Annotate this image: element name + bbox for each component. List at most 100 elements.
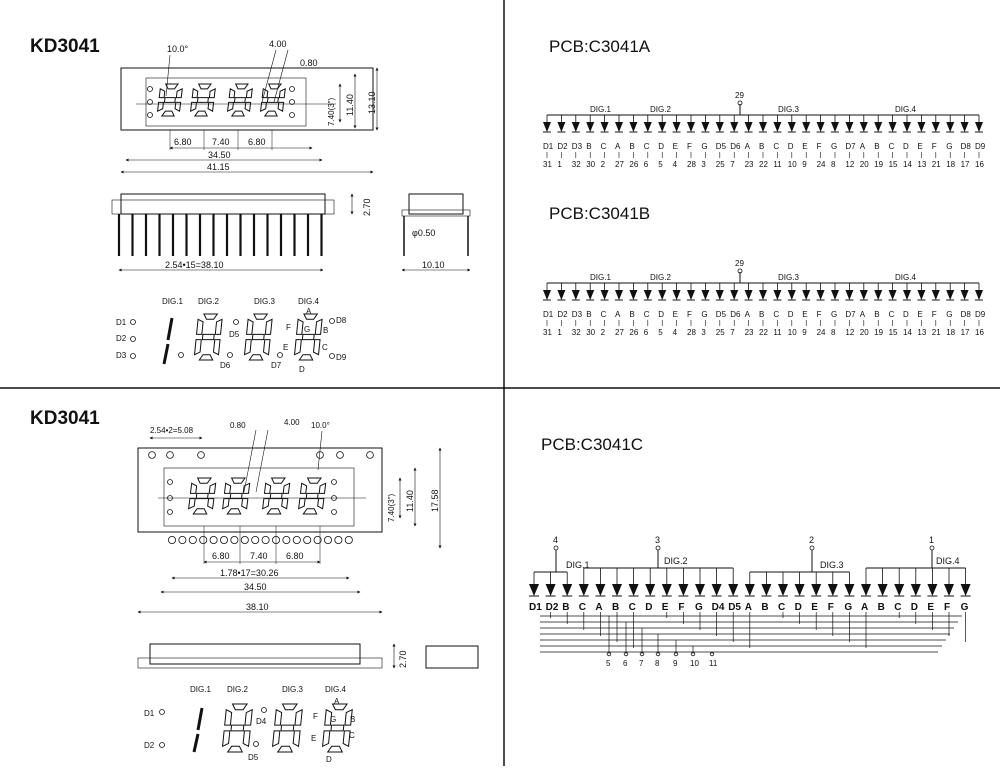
dim-side-width: 10.10: [422, 260, 445, 270]
led-diode: [715, 290, 724, 300]
segment-label: D3: [572, 142, 583, 151]
pin-number: 2: [601, 328, 606, 337]
segment-label: E: [802, 310, 807, 319]
segment-label: F: [944, 602, 950, 613]
segment-outline: [207, 498, 215, 510]
segment-label: C: [889, 310, 895, 319]
segment-outline: [267, 83, 282, 90]
label-dig4: DIG.4: [298, 297, 319, 306]
led-diode: [711, 584, 722, 596]
segment-outline: [281, 498, 289, 510]
segment-label: F: [932, 142, 937, 151]
dim-seg-width-bottom: 4.00: [284, 418, 300, 427]
pin-number: 22: [759, 160, 768, 169]
segment-outline: [208, 482, 217, 494]
pin-number: 21: [932, 160, 941, 169]
digit-group-label: DIG.4: [936, 556, 960, 566]
segment-label: C: [579, 602, 586, 613]
pin-number: 1: [557, 160, 562, 169]
pin-number: 5: [658, 160, 663, 169]
led-diode: [960, 290, 969, 300]
digit-group-label: DIG.4: [895, 105, 916, 114]
segment-label: F: [678, 602, 684, 613]
led-diode: [678, 584, 689, 596]
label-d7: D7: [271, 361, 282, 370]
pin-number: 3: [701, 160, 706, 169]
led-diode: [615, 122, 623, 132]
segment-outline: [274, 708, 283, 726]
led-diode: [787, 122, 796, 132]
led-diode: [701, 122, 710, 132]
segment-outline: [223, 482, 232, 494]
segment-label: A: [745, 142, 751, 151]
seg-e: E: [283, 343, 288, 352]
segment-outline: [278, 88, 286, 99]
seg-b: B: [323, 326, 328, 335]
segment-label: F: [687, 142, 692, 151]
led-diode: [910, 584, 921, 596]
dim-height-inner: 11.40: [345, 94, 355, 116]
label-d8: D8: [336, 316, 347, 325]
segment-label: C: [889, 142, 895, 151]
segment-label: D: [911, 602, 918, 613]
pin-number: 13: [917, 160, 926, 169]
digit-outlines-bottom: [158, 477, 366, 515]
segment-outline: [164, 83, 179, 90]
dim-pitch-b: 7.40: [212, 137, 230, 147]
led-diode: [816, 122, 825, 132]
pin-number: 14: [903, 328, 912, 337]
led-diode: [595, 584, 606, 596]
segment-label: A: [595, 602, 602, 613]
segment-outline: [299, 482, 308, 494]
led-diode: [545, 584, 556, 596]
segment-label: D4: [712, 602, 725, 613]
label-d5-bottom: D5: [248, 753, 259, 762]
pin-number: 10: [690, 659, 699, 668]
dim-seg-gap-bottom: 0.80: [230, 421, 246, 430]
common-pin-label: 2: [809, 535, 814, 545]
segment-outline: [298, 354, 314, 361]
segment-outline: [331, 703, 349, 711]
segment-outline: [305, 492, 319, 500]
segment-outline: [326, 745, 344, 753]
led-diode: [787, 290, 796, 300]
segment-label: A: [860, 310, 866, 319]
common-pin-label: 29: [735, 91, 744, 100]
pin-number: 27: [615, 160, 624, 169]
pin-number: 11: [773, 160, 782, 169]
seg-f-bottom: F: [313, 712, 318, 721]
segment-label: B: [629, 310, 634, 319]
pin-number: 9: [802, 160, 807, 169]
common-pin-label: 3: [655, 535, 660, 545]
segment-outline: [248, 354, 264, 361]
pin-number: 18: [946, 328, 955, 337]
label-d3: D3: [116, 351, 127, 360]
dim-width-inner-bottom: 34.50: [244, 582, 267, 592]
segment-label: D: [658, 142, 664, 151]
pin-number: 13: [917, 328, 926, 337]
dim-digit-height: 7.40(3"): [327, 97, 336, 126]
segment-outline: [226, 745, 244, 753]
segment-outline: [259, 101, 268, 112]
segment-label: E: [673, 142, 678, 151]
segment-outline: [262, 339, 271, 356]
segment-outline: [306, 477, 323, 484]
dim-angle: 10.0°: [167, 44, 189, 54]
dim-width-outer: 41.15: [207, 162, 230, 172]
segment-outline: [160, 110, 175, 117]
segment-outline: [191, 88, 199, 99]
led-diode: [773, 290, 782, 300]
segment-label: D: [795, 602, 802, 613]
pin-number: 27: [615, 328, 624, 337]
segment-label: D9: [975, 142, 986, 151]
led-diode: [888, 122, 897, 132]
led-diode: [687, 122, 695, 132]
segment-outline: [163, 97, 176, 103]
pin-number: 11: [709, 659, 718, 668]
led-diode: [701, 290, 710, 300]
label-d2: D2: [116, 334, 127, 343]
seg-c: C: [322, 343, 328, 352]
digit-group-label: DIG.2: [664, 556, 688, 566]
panel-title: KD3041: [30, 36, 100, 57]
